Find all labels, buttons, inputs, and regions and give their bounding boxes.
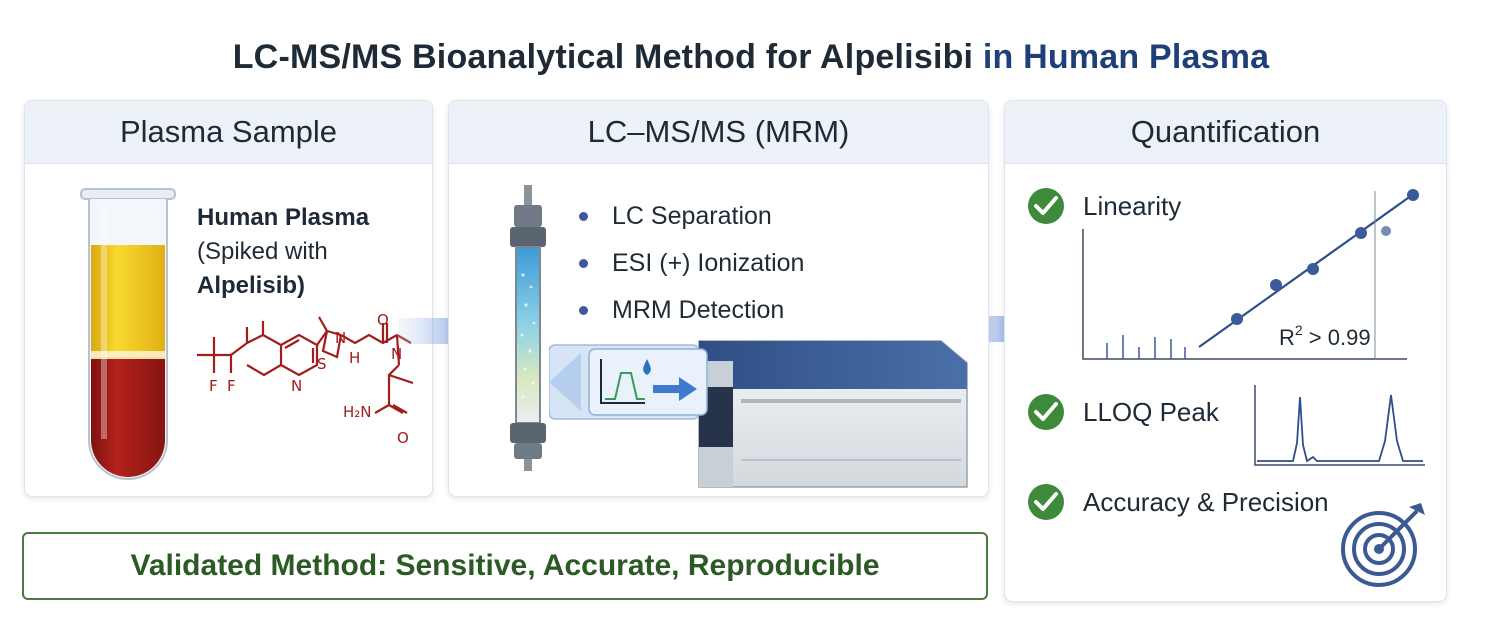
- title-accent: in Human Plasma: [973, 38, 1270, 76]
- lcms-step-label: LC Separation: [612, 202, 772, 230]
- atom-s: S: [317, 355, 327, 373]
- validated-method-banner: Validated Method: Sensitive, Accurate, R…: [22, 532, 988, 600]
- lcms-heading: LC–MS/MS (MRM): [449, 101, 988, 164]
- lcms-step-label: MRM Detection: [612, 296, 785, 324]
- atom-n-urea: N: [391, 345, 402, 363]
- r2-rest: > 0.99: [1303, 325, 1371, 350]
- quant-item-accuracy: Accuracy & Precision: [1027, 483, 1329, 521]
- quant-item-label: Accuracy & Precision: [1083, 486, 1329, 517]
- lcms-step: ESI (+) Ionization: [579, 240, 804, 287]
- lc-column-icon: [510, 185, 546, 471]
- plasma-line-3: Alpelisib): [197, 272, 306, 299]
- r2-label: R2 > 0.99: [1279, 322, 1371, 350]
- atom-o-amide: O: [397, 429, 409, 447]
- atom-n-pyridine: N: [291, 377, 302, 395]
- lcms-step: LC Separation: [579, 193, 804, 240]
- bullet-dot: [579, 306, 588, 315]
- quant-item-linearity: Linearity: [1027, 187, 1181, 225]
- page-title: LC-MS/MS Bioanalytical Method for Alpeli…: [0, 38, 1502, 77]
- lcms-step-label: ESI (+) Ionization: [612, 249, 805, 277]
- atom-o-urea: O: [377, 313, 389, 329]
- r2-base: R: [1279, 325, 1295, 350]
- plasma-sample-heading: Plasma Sample: [25, 101, 432, 164]
- atom-h2n: H₂N: [343, 403, 372, 421]
- r2-sup: 2: [1295, 322, 1303, 338]
- atom-f2: F: [227, 377, 236, 395]
- plasma-description: Human Plasma (Spiked with Alpelisib): [197, 201, 369, 303]
- atom-f1: F: [209, 377, 218, 395]
- check-icon: [1028, 394, 1064, 430]
- lloq-peak-chromatogram: [1254, 385, 1425, 466]
- quantification-panel: Quantification Linearity R2 > 0.99 LLOQ …: [1004, 100, 1447, 602]
- bullet-dot: [579, 259, 588, 268]
- check-icon: [1028, 188, 1064, 224]
- atom-n-thiazole: N: [335, 329, 346, 347]
- plasma-line-1: Human Plasma: [197, 204, 370, 231]
- plasma-line-2: (Spiked with: [197, 238, 328, 265]
- lcms-step: MRM Detection: [579, 287, 804, 334]
- check-icon: [1028, 484, 1064, 520]
- lcms-panel: LC–MS/MS (MRM) LC Separation ESI (+) Ion…: [448, 100, 989, 497]
- chemical-structure-icon: F F N S N H N O H₂N O: [197, 313, 414, 447]
- calibration-curve-plot: R2 > 0.99: [1082, 189, 1419, 360]
- quant-item-label: Linearity: [1083, 190, 1182, 221]
- mass-spectrometer-icon: [549, 340, 968, 488]
- test-tube-icon: [80, 188, 176, 480]
- plasma-sample-panel: Plasma Sample Human Plasma (Spiked with …: [24, 100, 433, 497]
- title-main: LC-MS/MS Bioanalytical Method for Alpeli…: [232, 38, 974, 76]
- atom-nh: H: [349, 349, 360, 367]
- target-icon: [1341, 503, 1425, 587]
- quantification-heading: Quantification: [1005, 101, 1446, 164]
- bullet-dot: [579, 212, 588, 221]
- quant-item-lloq: LLOQ Peak: [1027, 393, 1219, 431]
- lcms-steps-list: LC Separation ESI (+) Ionization MRM Det…: [579, 193, 804, 334]
- quant-item-label: LLOQ Peak: [1083, 396, 1219, 427]
